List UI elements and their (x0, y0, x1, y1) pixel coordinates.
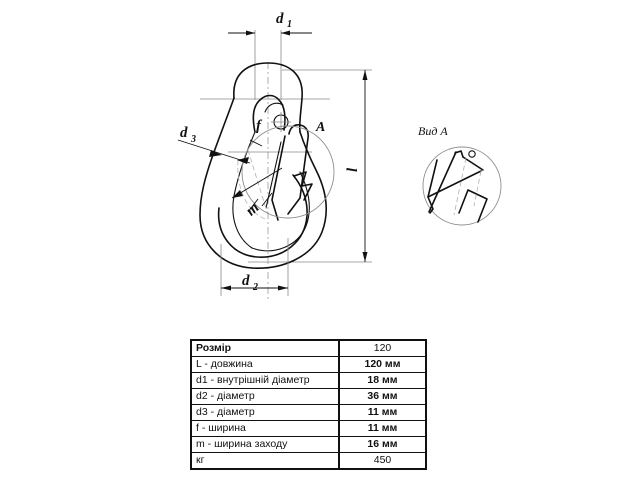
view-A-band-right (462, 156, 484, 171)
row-value: 18 мм (338, 372, 427, 389)
outer-right-side (251, 131, 328, 269)
m-tick-right (261, 192, 273, 207)
view-A-gate-tip (454, 150, 464, 158)
gate-outer-edge (287, 124, 309, 215)
view-A-hidden-line-a (453, 157, 467, 216)
gate-latch-notch (293, 171, 313, 201)
table-header-value: 120 (338, 339, 427, 357)
l-arrow-bottom (362, 252, 368, 262)
d1-label: d (276, 11, 284, 27)
table-header-row: Розмір 120 (190, 339, 427, 357)
d1-label-subscript: 1 (287, 19, 292, 30)
table-row: m - ширина заходу 16 мм (190, 436, 427, 453)
inner-left-wall (232, 131, 256, 249)
outer-top-eye-arc (233, 62, 303, 133)
carabiner-gate (264, 102, 313, 221)
d3-label: d (180, 125, 188, 141)
d1-arrow-right (281, 30, 290, 36)
l-dimension-group: l (345, 70, 368, 262)
d2-label-subscript: 2 (252, 282, 258, 293)
detail-area-A: A (241, 120, 335, 219)
view-A-left-wedge (427, 159, 438, 214)
view-A-hidden-line-b (473, 170, 482, 207)
row-param: кг (190, 452, 340, 470)
f-dimension-group: f (249, 118, 263, 147)
row-value: 450 (338, 452, 427, 470)
f-label: f (256, 118, 263, 134)
table-row: d2 - діаметр 36 мм (190, 388, 427, 405)
detail-circle-A (241, 125, 335, 219)
d3-label-subscript: 3 (190, 134, 196, 145)
row-param: d1 - внутрішній діаметр (190, 372, 340, 389)
view-A-latch-shape (458, 189, 488, 223)
construction-lines (200, 62, 372, 300)
carabiner-drawing-svg: d 1 (177, 11, 502, 300)
spec-table-body: Розмір 120 L - довжина 120 мм d1 - внутр… (190, 339, 427, 470)
view-A-circle (422, 146, 502, 226)
bottom-inner-ring (217, 174, 308, 258)
gate-inner-edge (271, 135, 286, 221)
d3-dimension-group: d 3 (177, 125, 251, 164)
table-row: f - ширина 11 мм (190, 420, 427, 437)
d1-dimension-group: d 1 (228, 11, 312, 100)
outer-left-side (199, 97, 253, 269)
row-value: 36 мм (338, 388, 427, 405)
d2-label: d (242, 273, 250, 289)
table-row: L - довжина 120 мм (190, 356, 427, 373)
view-A-band-left (428, 151, 457, 213)
m-arrow (232, 190, 243, 198)
l-label: l (345, 167, 361, 172)
view-A-label: Вид А (418, 124, 448, 138)
hidden-line-b (237, 159, 269, 221)
m-dimension-group: m (231, 167, 283, 220)
l-arrow-top (362, 70, 368, 80)
row-param: L - довжина (190, 356, 340, 373)
d2-dimension-group: d 2 (220, 238, 289, 296)
view-A-detail: Вид А (418, 124, 502, 226)
row-value: 11 мм (338, 404, 427, 421)
table-header-param: Розмір (190, 339, 340, 357)
section-letter-A: A (315, 120, 325, 135)
d1-arrow-left (246, 30, 255, 36)
view-A-rivet-dot (468, 150, 476, 158)
row-value: 11 мм (338, 420, 427, 437)
row-param: d3 - діаметр (190, 404, 340, 421)
f-leader (249, 139, 263, 147)
table-row: d3 - діаметр 11 мм (190, 404, 427, 421)
gate-nose (264, 102, 284, 113)
row-param: d2 - діаметр (190, 388, 340, 405)
d3-arrow-inner (237, 157, 249, 164)
m-label: m (243, 200, 262, 220)
carabiner-body (199, 62, 328, 269)
view-A-wedge-edge (427, 170, 482, 198)
row-value: 16 мм (338, 436, 427, 453)
row-param: f - ширина (190, 420, 340, 437)
technical-drawing: d 1 (177, 11, 502, 300)
specification-table: Розмір 120 L - довжина 120 мм d1 - внутр… (190, 339, 427, 470)
m-tick-left (247, 198, 259, 213)
row-param: m - ширина заходу (190, 436, 340, 453)
d2-arrow-left (221, 285, 231, 291)
table-row: d1 - внутрішній діаметр 18 мм (190, 372, 427, 389)
table-row: кг 450 (190, 452, 427, 470)
row-value: 120 мм (338, 356, 427, 373)
inner-eye-hole (252, 94, 286, 133)
d3-arrow-outer (209, 150, 222, 157)
d2-arrow-right (278, 285, 288, 291)
